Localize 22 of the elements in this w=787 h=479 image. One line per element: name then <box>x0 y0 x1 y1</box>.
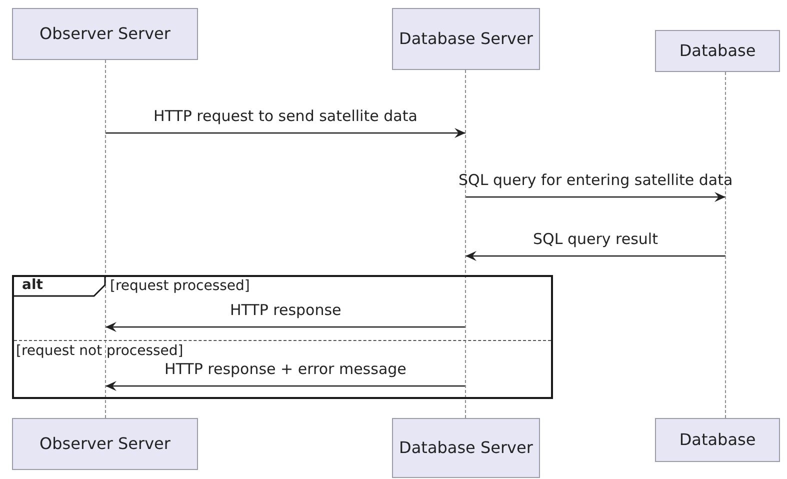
message-arrow <box>106 381 466 391</box>
guard-condition: [request not processed] <box>16 343 184 359</box>
message-label: HTTP response + error message <box>164 360 406 378</box>
message-label: HTTP response <box>230 301 342 319</box>
participant-box: Database Server <box>392 418 540 478</box>
message-label: SQL query for entering satellite data <box>458 171 733 189</box>
participant-box: Database <box>655 418 780 462</box>
message-arrow <box>466 251 726 261</box>
message-arrow <box>466 192 726 202</box>
message-label: SQL query result <box>533 230 658 248</box>
participant-box: Observer Server <box>12 8 198 60</box>
message-label: HTTP request to send satellite data <box>154 107 418 125</box>
fragment-keyword: alt <box>22 277 43 293</box>
participant-box: Database Server <box>392 8 540 70</box>
message-arrow <box>106 128 466 138</box>
lifeline <box>725 72 726 418</box>
lifeline <box>465 70 466 418</box>
guard-condition: [request processed] <box>110 278 250 294</box>
participant-box: Database <box>655 30 780 72</box>
lifeline <box>105 60 106 418</box>
participant-box: Observer Server <box>12 418 198 470</box>
message-arrow <box>106 322 466 332</box>
